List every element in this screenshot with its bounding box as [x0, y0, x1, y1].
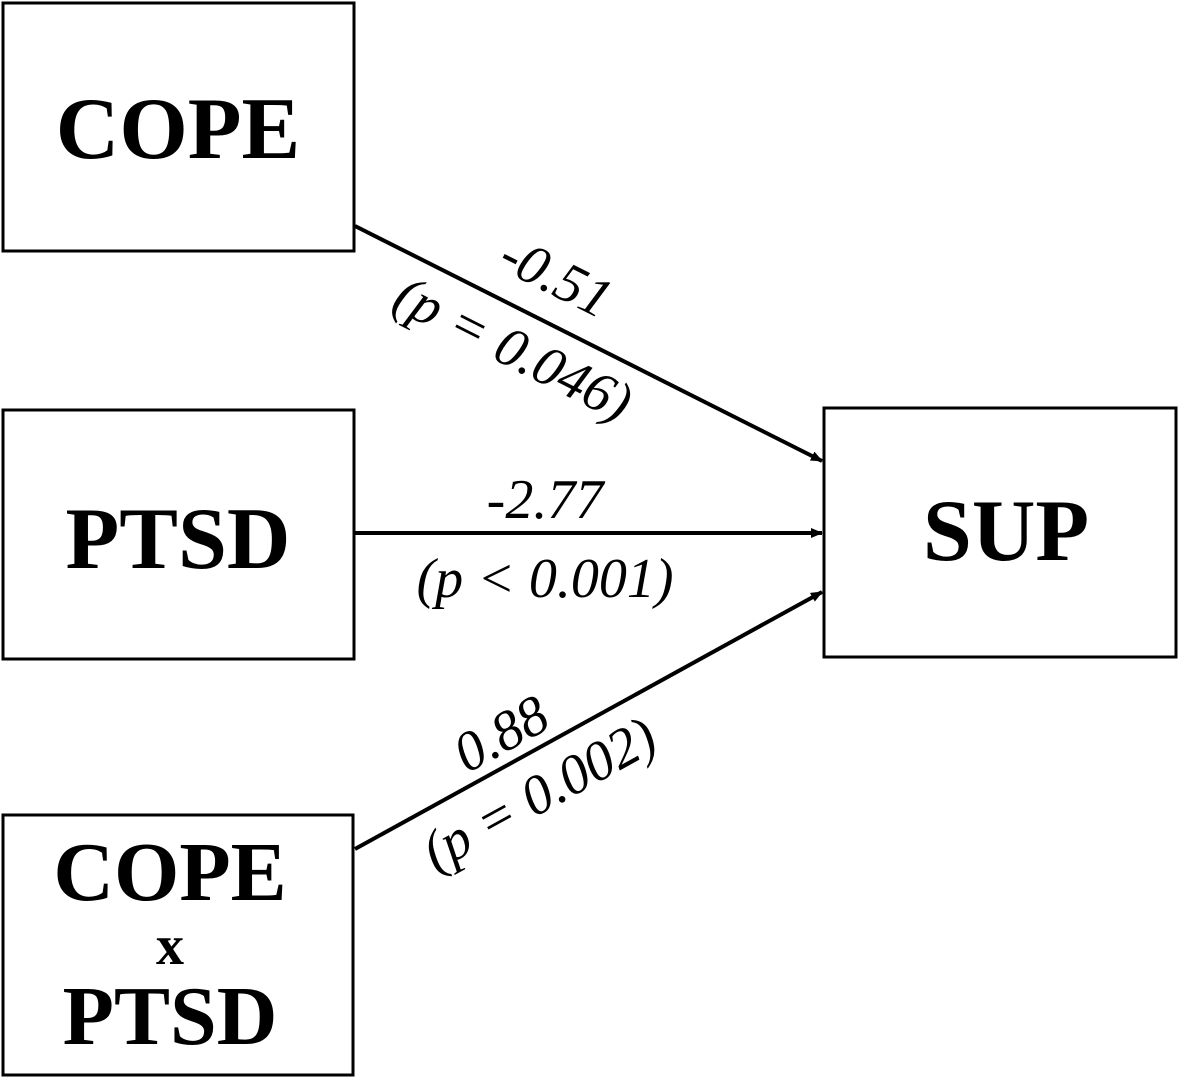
- cope-label: COPE: [56, 81, 300, 178]
- interaction-box: [1, 813, 355, 1077]
- ptsd-label: PTSD: [66, 491, 291, 588]
- ptsd-sup-pvalue: (p < 0.001): [416, 548, 673, 610]
- edges: [354, 224, 823, 851]
- interaction-label-line1: COPE: [53, 826, 286, 919]
- interaction-label-times: x: [156, 915, 184, 977]
- edge-labels: -0.51 (p = 0.046) -2.77 (p < 0.001) 0.88…: [384, 223, 673, 883]
- node-interaction: COPE x PTSD: [1, 813, 355, 1077]
- ptsd-box: [1, 408, 356, 661]
- ptsd-sup-coefficient: -2.77: [487, 469, 606, 531]
- node-ptsd: PTSD: [1, 408, 356, 661]
- edge-interaction-to-sup: [354, 590, 823, 851]
- sup-label: SUP: [923, 483, 1089, 580]
- interaction-label-line2: PTSD: [63, 970, 278, 1063]
- edge-cope-to-sup: [354, 224, 823, 463]
- node-sup: SUP: [822, 406, 1178, 659]
- cope-box: [1, 1, 356, 253]
- sup-box: [822, 406, 1178, 659]
- node-cope: COPE: [1, 1, 356, 253]
